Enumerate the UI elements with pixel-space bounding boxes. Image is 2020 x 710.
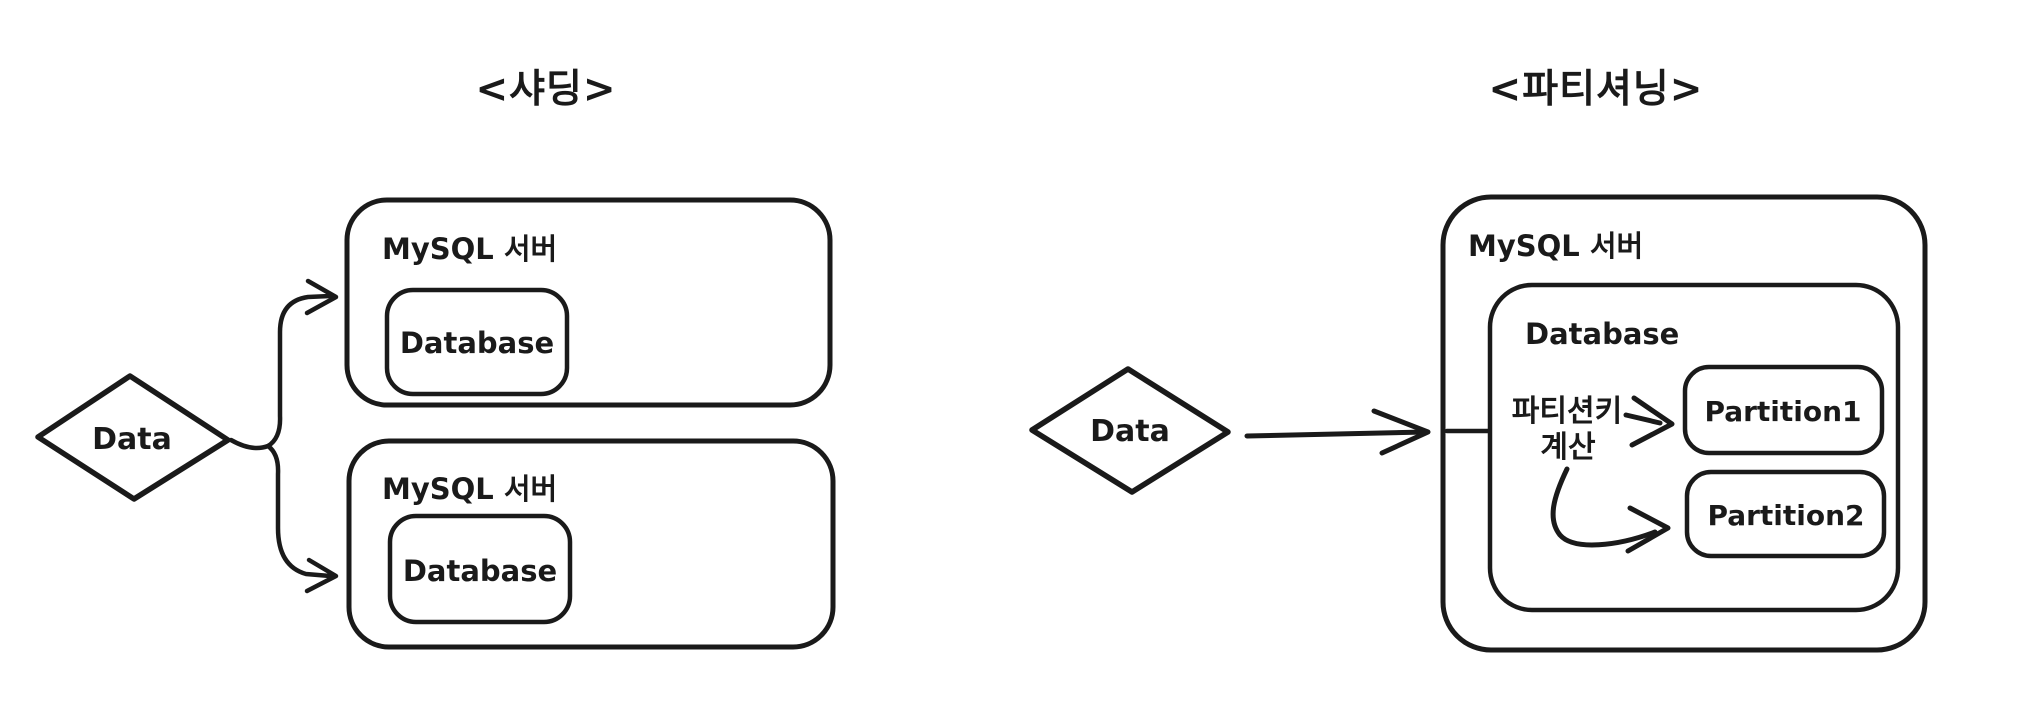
sharding-database-label-1: Database [400, 326, 554, 360]
partitioning-database-label: Database [1525, 317, 1679, 351]
partitioning-server-label: MySQL 서버 [1468, 229, 1643, 263]
sharding-server-label-1: MySQL 서버 [382, 232, 557, 266]
partition2-arrow-head [1625, 505, 1671, 554]
sharding-server-label-2: MySQL 서버 [382, 472, 557, 506]
sharding-arrow-down-head [304, 557, 339, 594]
sharding-database-label-2: Database [403, 554, 557, 588]
partitioning-data-diamond [1029, 366, 1231, 495]
sharding-diagram: <샤딩> Data MySQL 서버 Database MySQL 서버 Dat… [35, 67, 836, 650]
partition1-label: Partition1 [1704, 395, 1861, 428]
partitioning-main-arrow-head [1371, 408, 1431, 456]
sharding-title: <샤딩> [475, 67, 616, 112]
sharding-arrow-up-shaft [265, 293, 333, 449]
sharding-data-diamond [35, 373, 231, 502]
sharding-database-box-2 [387, 513, 573, 625]
partition-key-label-line2: 계산 [1540, 430, 1596, 465]
sharding-arrow-up-head [304, 278, 339, 316]
partition2-label: Partition2 [1707, 499, 1864, 532]
partition1-arrow-shaft [1623, 412, 1663, 426]
partitioning-title: <파티셔닝> [1489, 67, 1704, 112]
sharding-arrow-down-shaft [265, 443, 333, 579]
sharding-fork-stem [228, 437, 271, 451]
partitioning-diagram: <파티셔닝> Data MySQL 서버 Database 파티션키 계산 [1029, 67, 1928, 653]
partition1-arrow-head [1629, 395, 1675, 448]
partition1-box [1682, 364, 1885, 456]
sharding-database-box-1 [384, 287, 570, 397]
sharding-data-label: Data [92, 422, 172, 457]
partition-key-label-line1: 파티션키 [1512, 394, 1622, 429]
partitioning-main-arrow-shaft [1244, 429, 1429, 439]
partitioning-data-label: Data [1090, 414, 1170, 449]
partition2-arrow-shaft [1550, 466, 1658, 548]
partition2-box [1684, 469, 1887, 559]
